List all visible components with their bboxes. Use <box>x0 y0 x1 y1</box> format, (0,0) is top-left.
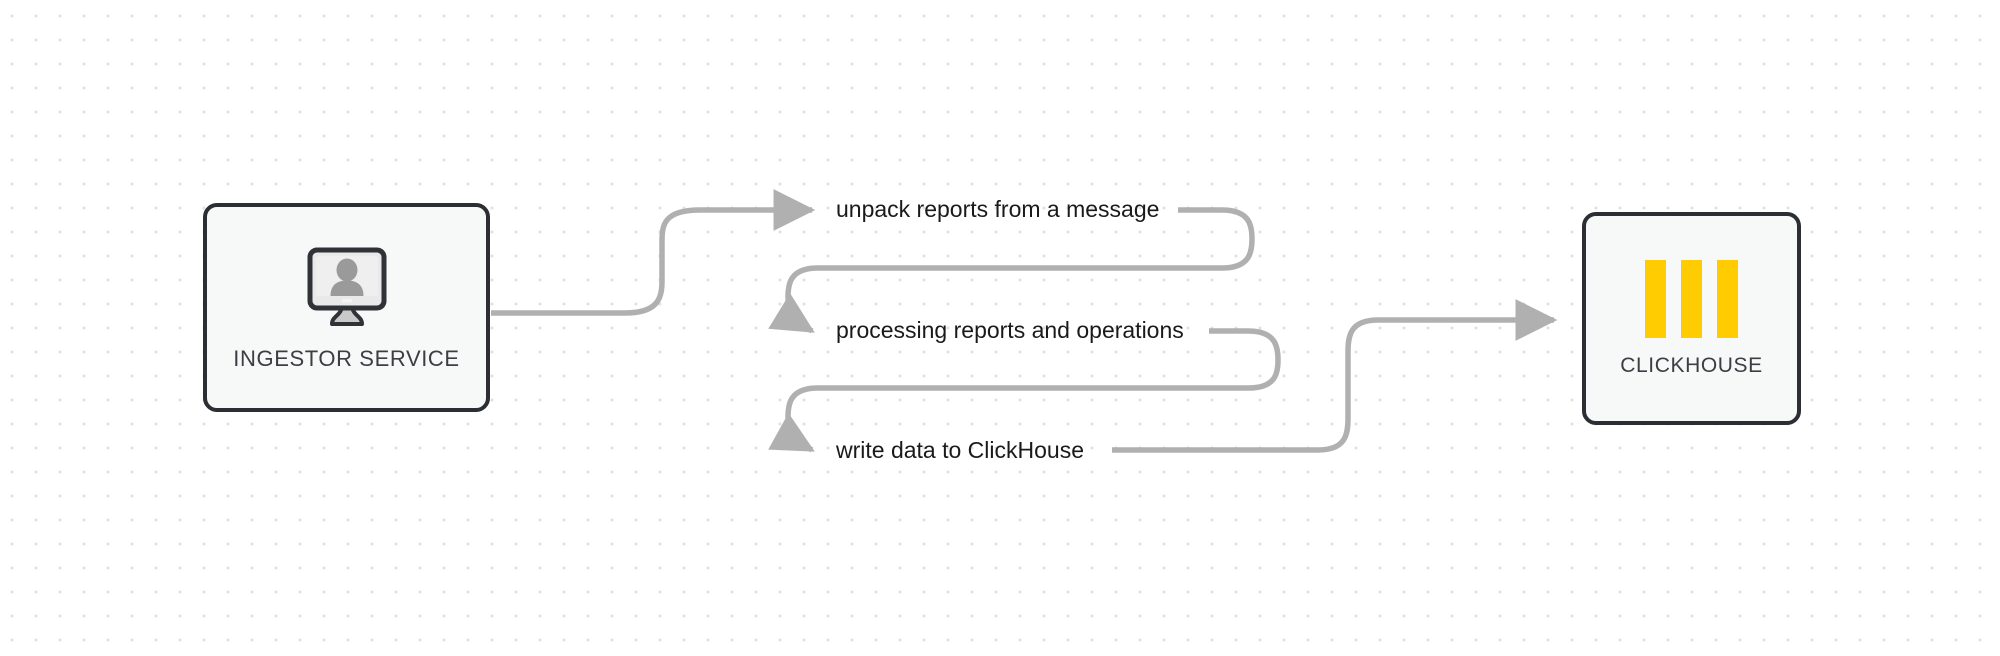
clickhouse-bar-1 <box>1645 259 1666 338</box>
node-clickhouse[interactable]: CLICKHOUSE <box>1582 212 1801 425</box>
monitor-user-icon <box>301 244 393 332</box>
edge-path-loop-1 <box>768 207 1255 334</box>
clickhouse-bar-3 <box>1717 259 1738 338</box>
edge-label-processing-reports: processing reports and operations <box>836 317 1184 343</box>
node-ingestor-service[interactable]: INGESTOR SERVICE <box>203 203 490 412</box>
node-label-clickhouse: CLICKHOUSE <box>1620 353 1763 377</box>
clickhouse-bars-icon <box>1645 259 1738 338</box>
clickhouse-bar-2 <box>1681 259 1702 338</box>
edge-path-loop-2 <box>768 328 1281 453</box>
node-label-ingestor-service: INGESTOR SERVICE <box>233 345 460 371</box>
edge-path-unpack-reports <box>491 189 816 316</box>
edge-label-unpack-reports: unpack reports from a message <box>836 196 1160 222</box>
edge-label-write-data: write data to ClickHouse <box>836 437 1084 463</box>
